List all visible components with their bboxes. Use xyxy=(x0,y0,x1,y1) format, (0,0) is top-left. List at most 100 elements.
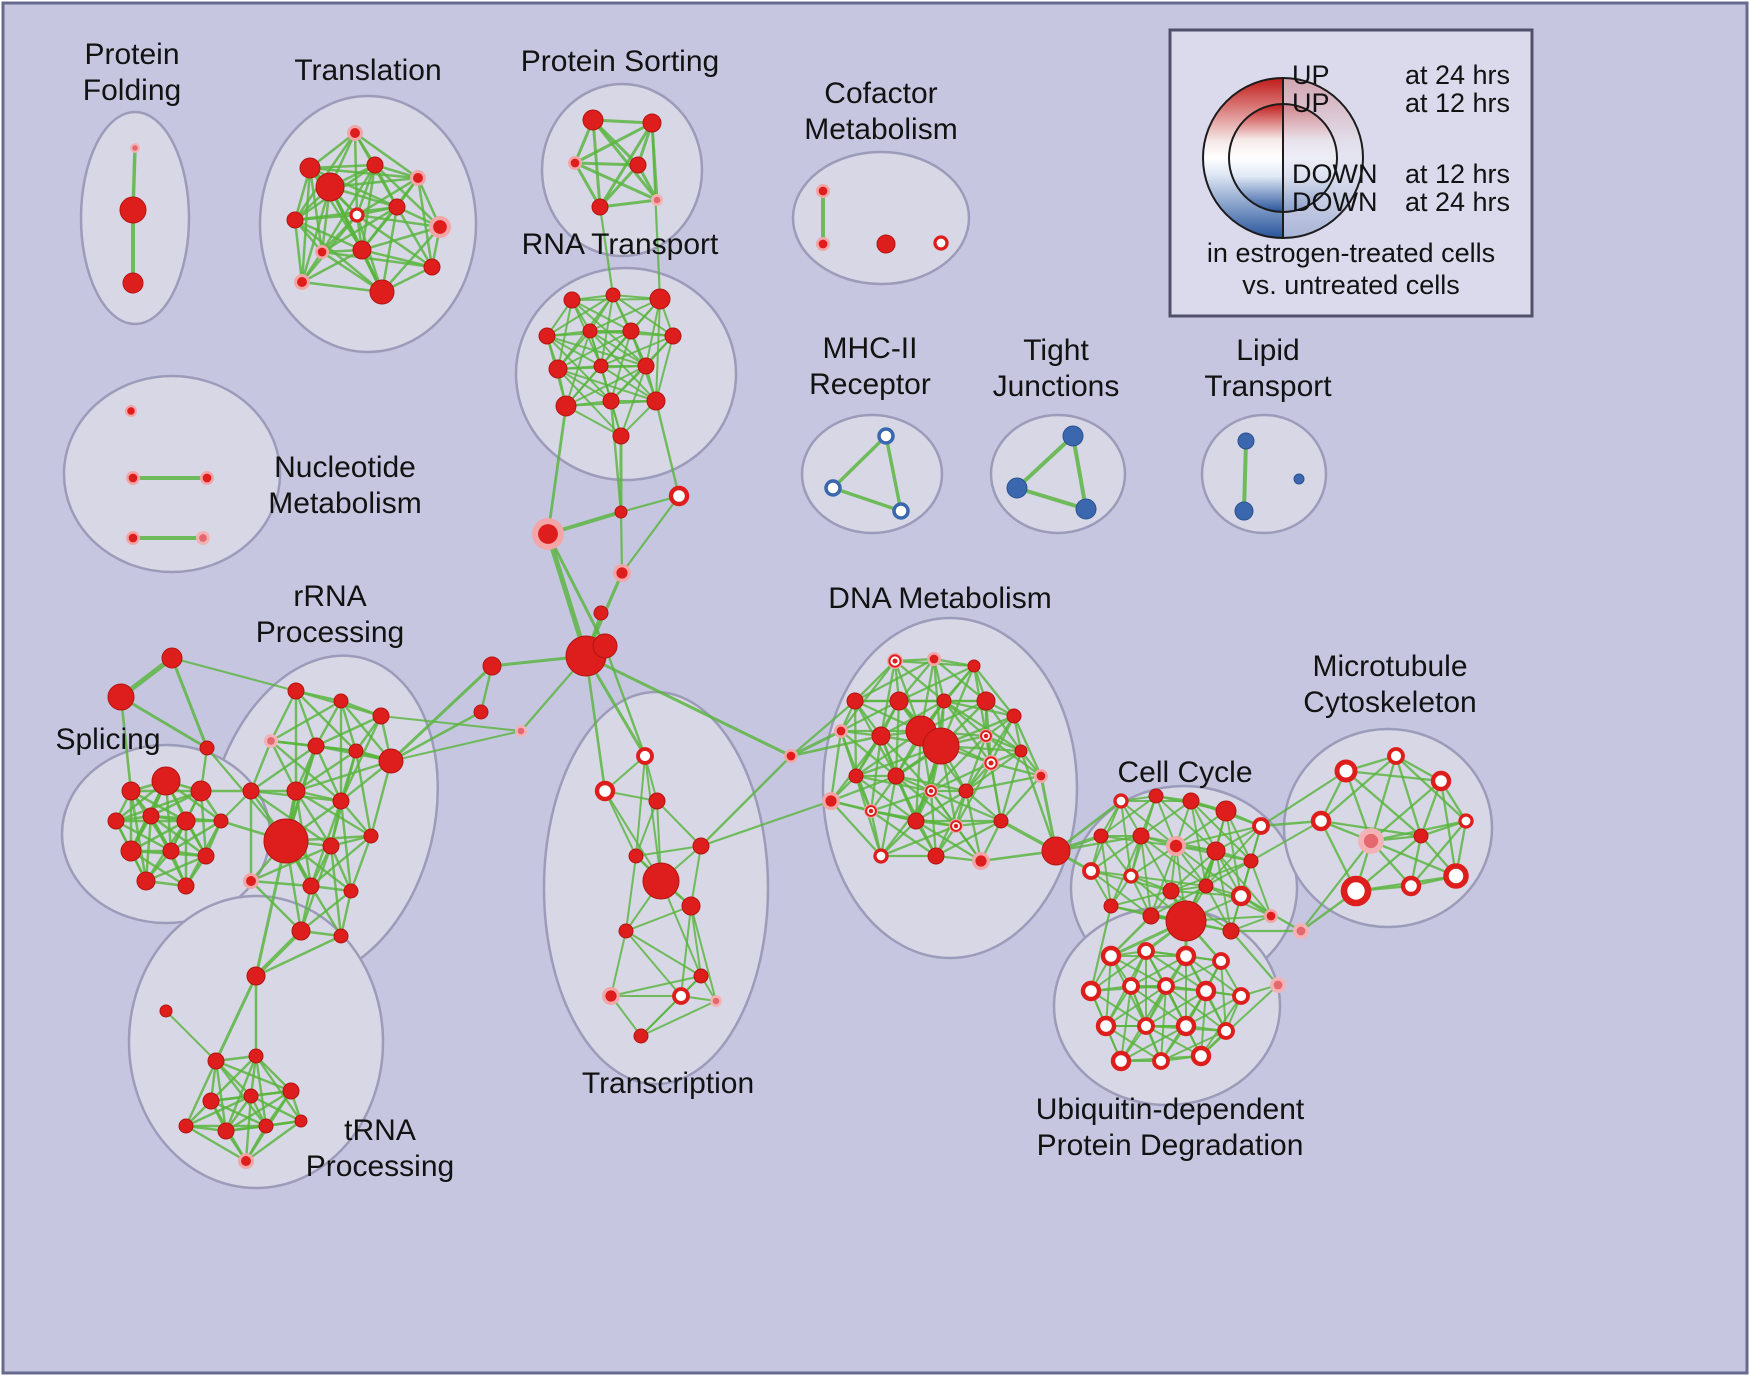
node-r[interactable] xyxy=(161,647,183,669)
node-r[interactable] xyxy=(958,783,974,799)
node-rr[interactable] xyxy=(1100,945,1122,967)
node-r[interactable] xyxy=(246,966,266,986)
node-r[interactable] xyxy=(322,837,340,855)
node-rr[interactable] xyxy=(1137,942,1155,960)
node-r[interactable] xyxy=(582,323,598,339)
node-r[interactable] xyxy=(343,883,359,899)
node-rr[interactable] xyxy=(1195,980,1217,1002)
node-r[interactable] xyxy=(1162,882,1180,900)
node-rr[interactable] xyxy=(1122,977,1140,995)
node-rb[interactable] xyxy=(924,784,938,798)
node-rr[interactable] xyxy=(1175,945,1197,967)
node-ph[interactable] xyxy=(1293,923,1309,939)
node-rb[interactable] xyxy=(887,653,903,669)
node-r[interactable] xyxy=(366,156,384,174)
node-r[interactable] xyxy=(177,877,195,895)
node-r[interactable] xyxy=(889,691,909,711)
node-rr[interactable] xyxy=(1157,977,1175,995)
node-r[interactable] xyxy=(482,656,502,676)
node-r[interactable] xyxy=(248,1048,264,1064)
node-r[interactable] xyxy=(681,896,701,916)
node-rr[interactable] xyxy=(1113,793,1129,809)
node-r[interactable] xyxy=(871,726,891,746)
node-r[interactable] xyxy=(263,818,309,864)
node-r[interactable] xyxy=(372,707,390,725)
node-r[interactable] xyxy=(243,1088,259,1104)
node-rr[interactable] xyxy=(933,235,949,251)
node-r[interactable] xyxy=(693,968,709,984)
node-r[interactable] xyxy=(664,327,682,345)
node-r[interactable] xyxy=(1041,836,1071,866)
node-rh[interactable] xyxy=(834,724,848,738)
node-br[interactable] xyxy=(892,502,910,520)
node-rh[interactable] xyxy=(972,852,990,870)
node-r[interactable] xyxy=(629,156,647,174)
node-r[interactable] xyxy=(642,862,680,900)
node-r[interactable] xyxy=(176,811,196,831)
node-rh[interactable] xyxy=(126,471,140,485)
node-rh[interactable] xyxy=(347,125,363,141)
node-r[interactable] xyxy=(646,391,666,411)
node-r[interactable] xyxy=(922,727,960,765)
node-r[interactable] xyxy=(315,172,345,202)
node-r[interactable] xyxy=(592,633,618,659)
node-r[interactable] xyxy=(122,272,144,294)
node-rb[interactable] xyxy=(983,755,999,771)
node-r[interactable] xyxy=(692,837,710,855)
node-r[interactable] xyxy=(1148,788,1164,804)
node-r[interactable] xyxy=(538,327,556,345)
node-r[interactable] xyxy=(302,877,320,895)
node-rb[interactable] xyxy=(949,819,963,833)
node-r[interactable] xyxy=(1182,792,1200,810)
node-rh[interactable] xyxy=(816,184,830,198)
node-r[interactable] xyxy=(197,847,215,865)
node-r[interactable] xyxy=(142,807,160,825)
node-rr[interactable] xyxy=(1230,885,1252,907)
node-r[interactable] xyxy=(976,691,996,711)
node-b[interactable] xyxy=(1062,425,1084,447)
node-r[interactable] xyxy=(333,928,349,944)
node-r[interactable] xyxy=(642,113,662,133)
node-r[interactable] xyxy=(291,921,311,941)
node-r[interactable] xyxy=(136,871,156,891)
node-rh[interactable] xyxy=(822,792,840,810)
node-r[interactable] xyxy=(593,605,609,621)
node-r[interactable] xyxy=(649,288,671,310)
node-r[interactable] xyxy=(294,1114,308,1128)
node-ph[interactable] xyxy=(1358,828,1384,854)
node-r[interactable] xyxy=(286,781,306,801)
node-b[interactable] xyxy=(1075,498,1097,520)
node-r[interactable] xyxy=(927,847,945,865)
node-rr[interactable] xyxy=(1458,813,1474,829)
node-r[interactable] xyxy=(936,693,952,709)
node-r[interactable] xyxy=(369,279,395,305)
node-r[interactable] xyxy=(876,234,896,254)
node-r[interactable] xyxy=(555,395,577,417)
node-r[interactable] xyxy=(582,109,604,131)
node-rr[interactable] xyxy=(1252,817,1270,835)
node-rr[interactable] xyxy=(1340,875,1372,907)
node-r[interactable] xyxy=(563,291,581,309)
node-rh[interactable] xyxy=(429,216,451,238)
node-r[interactable] xyxy=(848,768,864,784)
node-rr[interactable] xyxy=(1080,980,1102,1002)
node-r[interactable] xyxy=(1215,800,1237,822)
node-ph[interactable] xyxy=(515,725,527,737)
node-rh[interactable] xyxy=(613,564,631,582)
node-rh[interactable] xyxy=(602,987,620,1005)
node-rb[interactable] xyxy=(864,804,878,818)
node-r[interactable] xyxy=(1093,828,1109,844)
node-r[interactable] xyxy=(602,392,620,410)
node-rr[interactable] xyxy=(1443,863,1469,889)
node-rr[interactable] xyxy=(1212,952,1230,970)
node-r[interactable] xyxy=(348,743,364,759)
node-rr[interactable] xyxy=(1123,868,1139,884)
node-rr[interactable] xyxy=(1095,1015,1117,1037)
node-r[interactable] xyxy=(242,782,260,800)
node-rr[interactable] xyxy=(1400,875,1422,897)
node-rr[interactable] xyxy=(1232,987,1250,1005)
node-rr[interactable] xyxy=(1190,1045,1212,1067)
node-r[interactable] xyxy=(213,813,229,829)
node-r[interactable] xyxy=(887,767,905,785)
node-r[interactable] xyxy=(591,198,609,216)
